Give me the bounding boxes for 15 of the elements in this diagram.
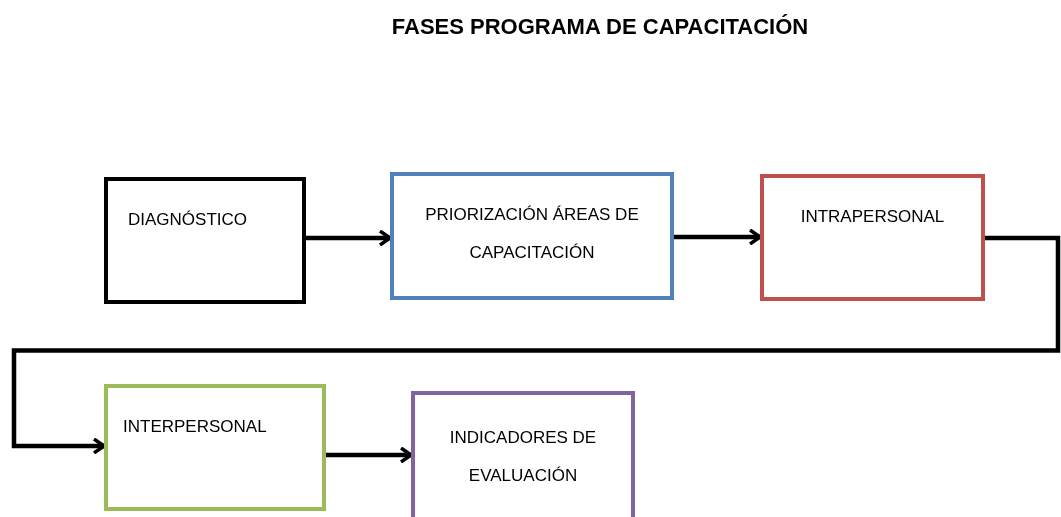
arrow — [674, 228, 762, 246]
step-label: DIAGNÓSTICO — [128, 209, 248, 231]
process-box — [104, 177, 306, 304]
step-label: PRIORIZACIÓN ÁREAS DE CAPACITACIÓN — [424, 204, 640, 264]
process-box — [760, 174, 985, 301]
diagram-title: FASES PROGRAMA DE CAPACITACIÓN — [390, 14, 810, 40]
process-box — [390, 172, 674, 300]
step-label: INTERPERSONAL — [123, 416, 268, 438]
process-box — [411, 391, 635, 517]
step-label: INTRAPERSONAL — [799, 206, 946, 228]
arrow — [326, 446, 413, 464]
arrow — [306, 229, 392, 247]
arrow — [11, 235, 1061, 455]
process-box — [104, 384, 326, 511]
step-label: INDICADORES DE EVALUACIÓN — [448, 427, 598, 487]
